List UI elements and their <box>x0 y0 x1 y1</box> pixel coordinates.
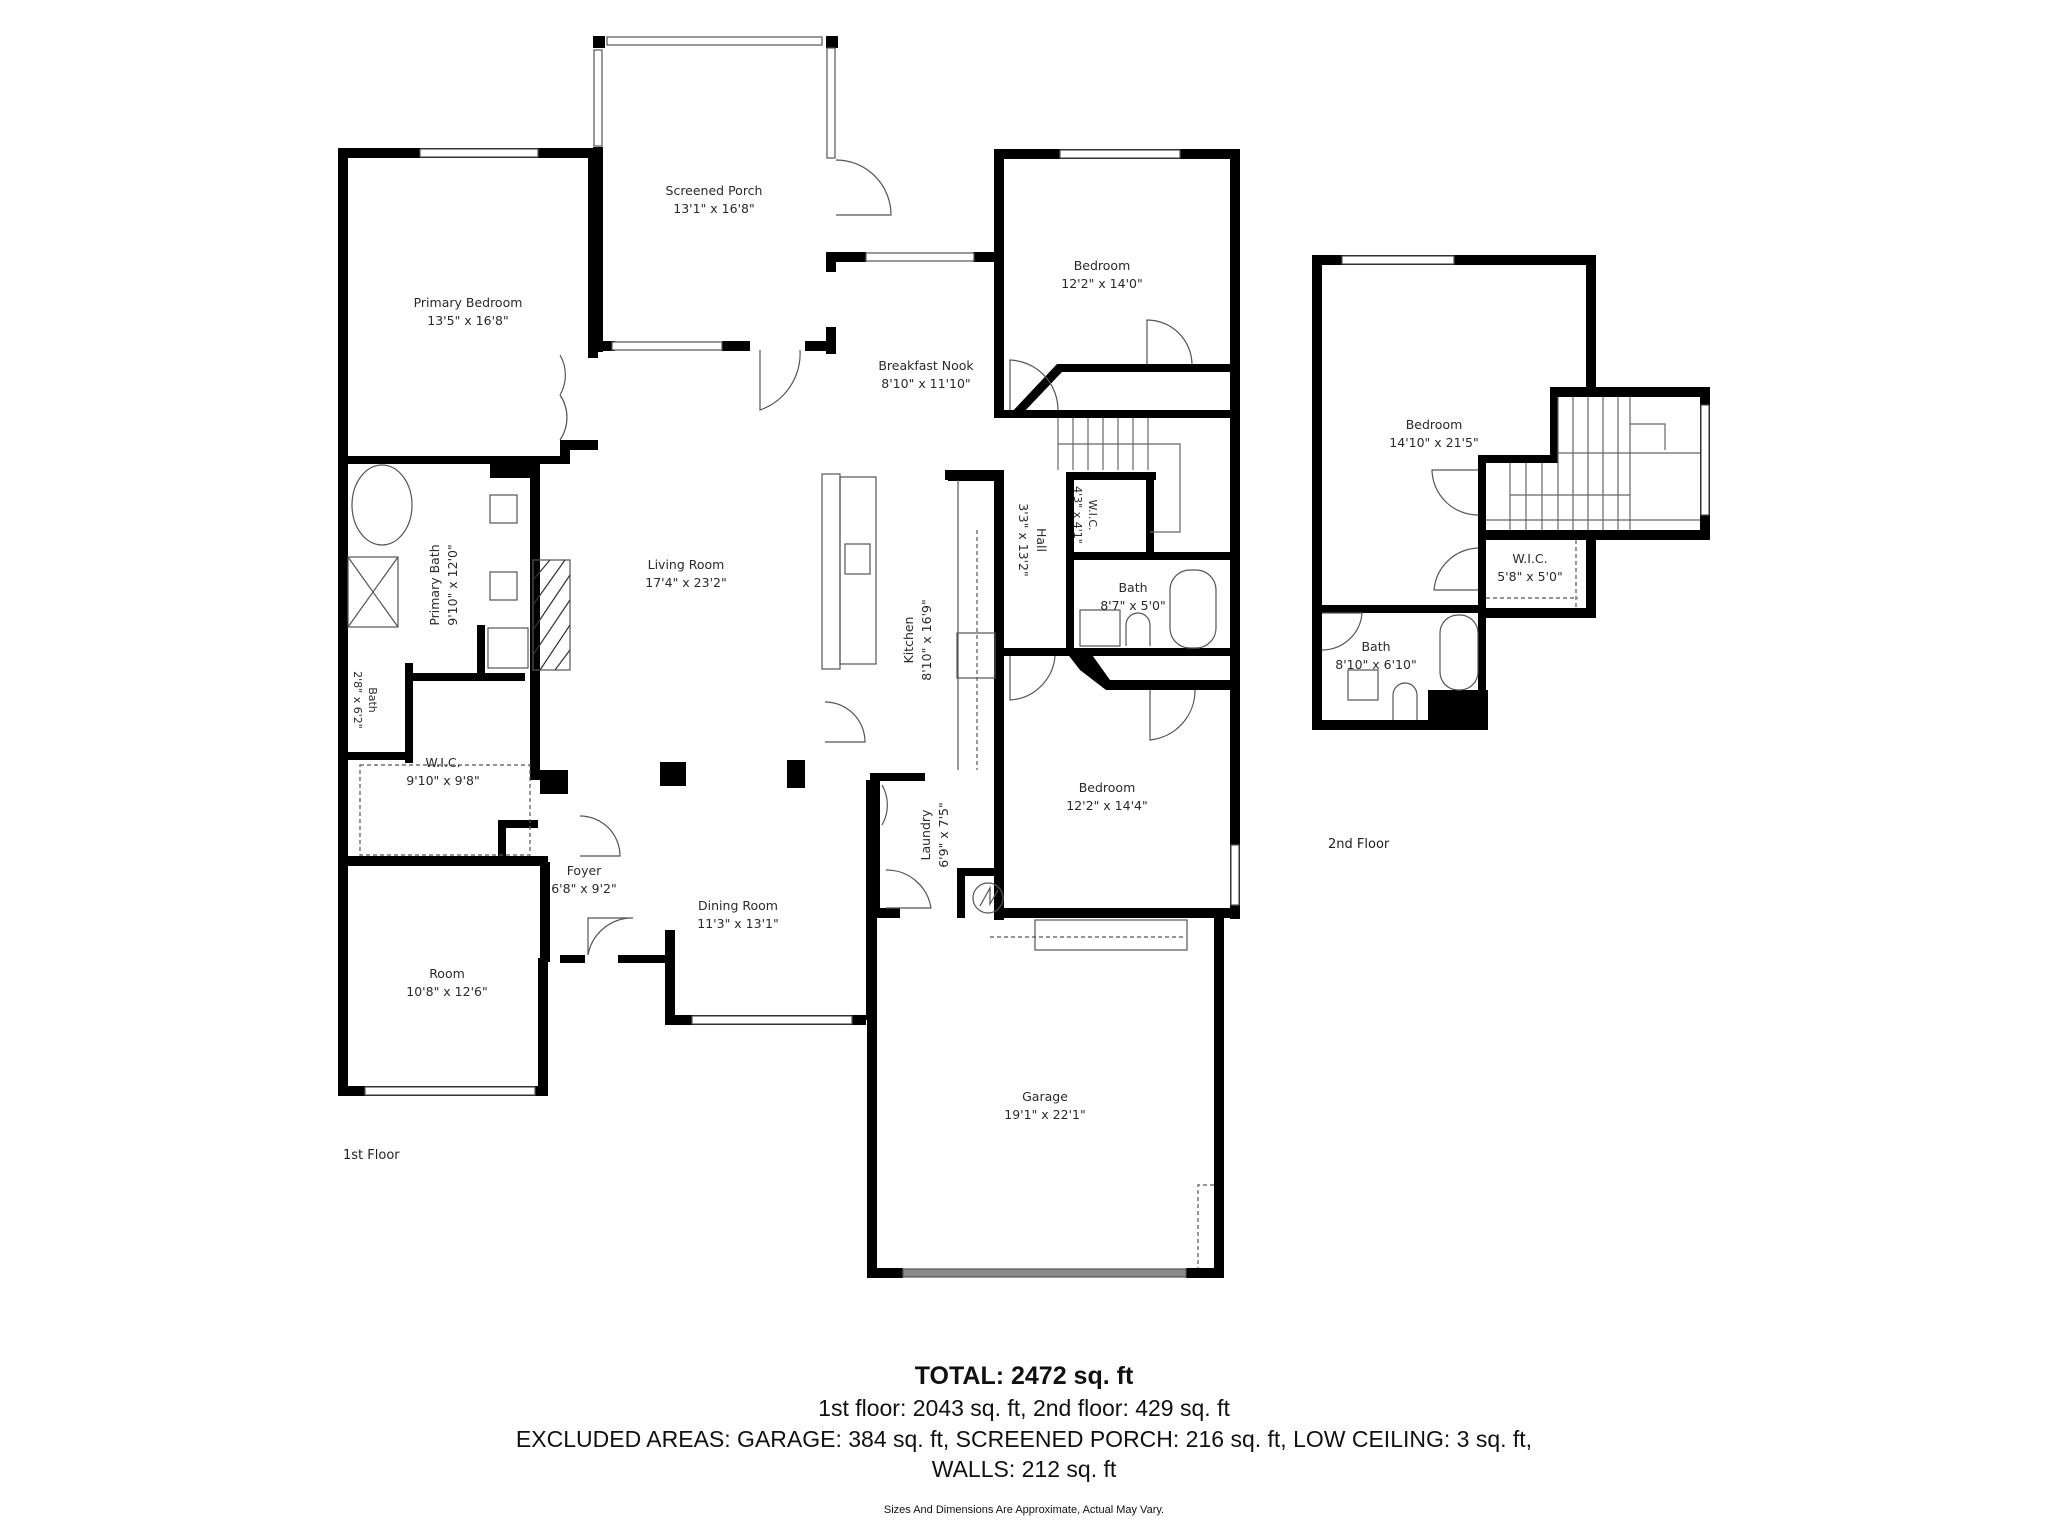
room-name: W.I.C. <box>1512 551 1548 566</box>
room-name: Screened Porch <box>665 183 763 198</box>
room-bath-hall: Bath 8'7" x 5'0" <box>1100 579 1166 615</box>
room-dims: 17'4" x 23'2" <box>645 575 727 590</box>
room-wic-hall: W.I.C. 4'3" x 4'1" <box>1070 486 1100 544</box>
room-dims: 6'9" x 7'5" <box>936 802 951 868</box>
floor-label-1st: 1st Floor <box>343 1148 400 1163</box>
room-name: Bath <box>1361 639 1391 654</box>
total-area: TOTAL: 2472 sq. ft <box>914 1362 1134 1390</box>
room-name: Hall <box>1034 527 1049 553</box>
room-foyer: Foyer 6'8" x 9'2" <box>551 862 617 898</box>
room-name: W.I.C. <box>1086 499 1099 531</box>
room-laundry: Laundry 6'9" x 7'5" <box>917 802 953 868</box>
room-dims: 12'2" x 14'0" <box>1061 276 1143 291</box>
room-dims: 13'1" x 16'8" <box>673 201 755 216</box>
room-dims: 13'5" x 16'8" <box>427 313 509 328</box>
room-primary-bath: Primary Bath 9'10" x 12'0" <box>426 544 462 625</box>
room-name: Foyer <box>566 863 602 878</box>
room-bedroom-2: Bedroom 12'2" x 14'4" <box>1066 779 1147 815</box>
room-kitchen: Kitchen 8'10" x 16'9" <box>900 599 936 680</box>
room-name: Kitchen <box>901 616 916 664</box>
room-name: Bedroom <box>1078 780 1136 795</box>
room-name: Room <box>429 966 465 981</box>
room-name: Laundry <box>918 809 933 861</box>
room-wic-primary: W.I.C. 9'10" x 9'8" <box>406 754 479 790</box>
disclaimer: Sizes And Dimensions Are Approximate, Ac… <box>883 1504 1165 1516</box>
walls-area: WALLS: 212 sq. ft <box>931 1456 1117 1482</box>
room-half-bath: Bath 2'8" x 6'2" <box>350 671 380 729</box>
room-dims: 12'2" x 14'4" <box>1066 798 1148 813</box>
room-name: Garage <box>1022 1089 1068 1104</box>
room-dims: 3'3" x 13'2" <box>1016 503 1031 577</box>
room-name: W.I.C. <box>425 755 461 770</box>
room-name: Dining Room <box>698 898 778 913</box>
second-floor-fixtures <box>1321 255 1710 720</box>
room-screened-porch: Screened Porch 13'1" x 16'8" <box>666 182 763 218</box>
room-name: Breakfast Nook <box>878 358 974 373</box>
room-wic-upper: W.I.C. 5'8" x 5'0" <box>1497 550 1563 586</box>
room-dims: 14'10" x 21'5" <box>1389 435 1479 450</box>
room-living-room: Living Room 17'4" x 23'2" <box>645 556 726 592</box>
room-primary-bedroom: Primary Bedroom 13'5" x 16'8" <box>414 294 523 330</box>
room-dims: 8'10" x 16'9" <box>919 599 934 681</box>
room-name: Primary Bedroom <box>413 295 523 310</box>
room-garage: Garage 19'1" x 22'1" <box>1004 1088 1085 1124</box>
room-dims: 4'3" x 4'1" <box>1071 486 1084 544</box>
room-name: Bath <box>1118 580 1148 595</box>
floor-label-2nd: 2nd Floor <box>1328 837 1390 852</box>
floor-areas: 1st floor: 2043 sq. ft, 2nd floor: 429 s… <box>818 1395 1230 1421</box>
room-room: Room 10'8" x 12'6" <box>406 965 487 1001</box>
room-dims: 8'7" x 5'0" <box>1100 598 1166 613</box>
excluded-areas: EXCLUDED AREAS: GARAGE: 384 sq. ft, SCRE… <box>515 1426 1533 1452</box>
room-dims: 9'10" x 9'8" <box>406 773 480 788</box>
room-dims: 2'8" x 6'2" <box>351 671 364 729</box>
room-dims: 10'8" x 12'6" <box>406 984 488 999</box>
room-dims: 6'8" x 9'2" <box>551 881 617 896</box>
room-dining-room: Dining Room 11'3" x 13'1" <box>697 897 778 933</box>
room-dims: 8'10" x 6'10" <box>1335 657 1417 672</box>
room-dims: 5'8" x 5'0" <box>1497 569 1563 584</box>
room-bedroom-1: Bedroom 12'2" x 14'0" <box>1061 257 1142 293</box>
room-dims: 9'10" x 12'0" <box>445 544 460 626</box>
room-bedroom-upper: Bedroom 14'10" x 21'5" <box>1389 416 1478 452</box>
room-name: Bath <box>366 687 379 713</box>
room-name: Living Room <box>647 557 725 572</box>
room-dims: 8'10" x 11'10" <box>881 376 971 391</box>
first-floor-fixtures <box>347 36 1240 1278</box>
room-name: Primary Bath <box>427 544 442 626</box>
room-breakfast-nook: Breakfast Nook 8'10" x 11'10" <box>878 357 973 393</box>
room-dims: 11'3" x 13'1" <box>697 916 779 931</box>
room-dims: 19'1" x 22'1" <box>1004 1107 1086 1122</box>
room-bath-upper: Bath 8'10" x 6'10" <box>1335 638 1416 674</box>
room-hall: Hall 3'3" x 13'2" <box>1014 503 1050 576</box>
room-name: Bedroom <box>1405 417 1463 432</box>
room-name: Bedroom <box>1073 258 1131 273</box>
